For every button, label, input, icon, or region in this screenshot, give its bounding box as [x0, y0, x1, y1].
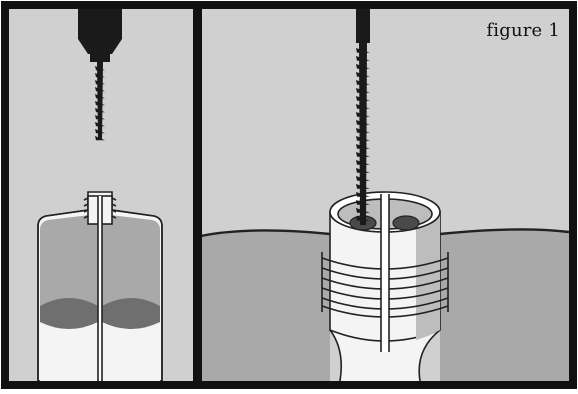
drill-bit-icon [78, 9, 122, 141]
drill-thread-segment [95, 87, 105, 92]
drill-thread-segment [356, 208, 370, 213]
drill-thread-segment [356, 96, 370, 101]
bottle-body [201, 230, 330, 381]
right-panel-frame [193, 1, 577, 389]
drill-thread-segment [356, 80, 370, 85]
drill-thread-segment [356, 200, 370, 205]
drill-thread-segment [95, 101, 105, 106]
drill-thread-segment [95, 66, 105, 71]
drill-thread-segment [356, 144, 370, 149]
drill-thread-segment [356, 152, 370, 157]
drill-thread-segment [356, 104, 370, 109]
drill-thread-segment [356, 72, 370, 77]
drill-thread-segment [356, 168, 370, 173]
drill-thread-segment [356, 216, 370, 221]
right-panel [201, 9, 569, 381]
drill-thread-segment [356, 48, 370, 53]
drill-thread-segment [95, 108, 105, 113]
left-panel [9, 9, 194, 381]
drill-thread-segment [356, 136, 370, 141]
screw-cap-icon [321, 191, 449, 352]
figure-caption: figure 1 [486, 20, 560, 41]
drill-thread-segment [356, 112, 370, 117]
drill-thread-segment [95, 136, 105, 141]
drill-thread-segment [356, 120, 370, 125]
drill-thread-segment [356, 56, 370, 61]
bottle-icon [37, 191, 163, 381]
drill-bit-icon [356, 9, 370, 225]
drill-thread-segment [95, 115, 105, 120]
cap-thread-band [321, 252, 449, 312]
drill-thread-segment [356, 176, 370, 181]
drill-thread-segment [356, 184, 370, 189]
drill-thread-segment [95, 80, 105, 85]
drill-bit-thread [356, 48, 370, 221]
drill-thread-segment [356, 64, 370, 69]
drill-thread-segment [95, 122, 105, 127]
drill-thread-segment [95, 94, 105, 99]
drill-bit-thread [95, 66, 105, 141]
drill-thread-segment [356, 128, 370, 133]
drill-thread-segment [95, 129, 105, 134]
drill-thread-segment [356, 88, 370, 93]
drill-thread-segment [356, 160, 370, 165]
drilled-hole-right [392, 215, 420, 231]
drill-thread-segment [95, 73, 105, 78]
drill-thread-segment [356, 192, 370, 197]
